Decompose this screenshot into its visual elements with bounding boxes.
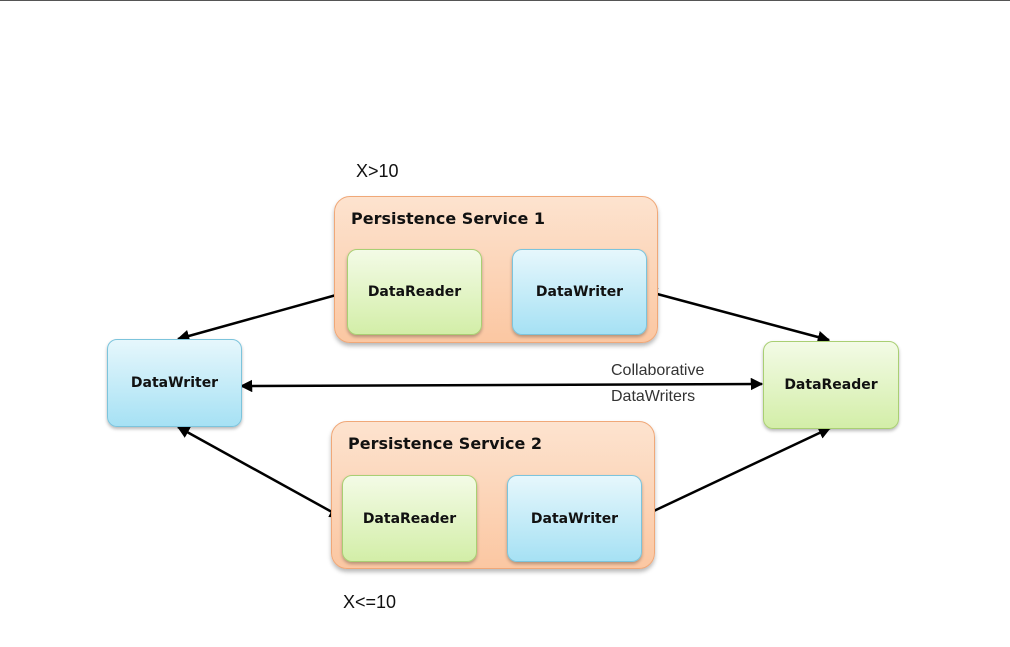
destination-datareader-label: DataReader [784, 377, 878, 393]
top-divider-line [0, 0, 1010, 1]
service1-datareader-label: DataReader [367, 284, 462, 300]
service2-datareader-node[interactable]: DataReader [342, 475, 477, 562]
service1-datawriter-node[interactable]: DataWriter [512, 249, 647, 335]
service2-datawriter-label: DataWriter [530, 510, 619, 527]
arrow-service1-writer-to-destination [644, 287, 831, 344]
arrow-source-to-destination-collaborative [239, 377, 764, 393]
persistence-service-1-title: Persistence Service 1 [351, 209, 546, 228]
source-datawriter-node[interactable]: DataWriter [107, 339, 242, 427]
service1-datawriter-label: DataWriter [535, 284, 624, 300]
collaborative-datawriters-label: Collaborative DataWriters [611, 358, 704, 410]
destination-datareader-node[interactable]: DataReader [763, 341, 899, 429]
condition-label-bottom: X<=10 [343, 592, 397, 612]
service2-datawriter-node[interactable]: DataWriter [507, 475, 642, 562]
service2-datareader-label: DataReader [362, 510, 457, 527]
collaborative-label-line1: Collaborative [611, 362, 705, 379]
arrow-source-to-service1-reader [176, 288, 349, 343]
condition-label-top: X>10 [356, 161, 399, 181]
collaborative-label-line2: DataWriters [611, 388, 696, 405]
arrow-source-to-service2-reader [176, 425, 343, 519]
arrow-service2-writer-to-destination [639, 426, 832, 519]
persistence-service-2-title: Persistence Service 2 [348, 434, 543, 453]
service1-datareader-node[interactable]: DataReader [347, 249, 482, 335]
source-datawriter-label: DataWriter [130, 375, 219, 391]
